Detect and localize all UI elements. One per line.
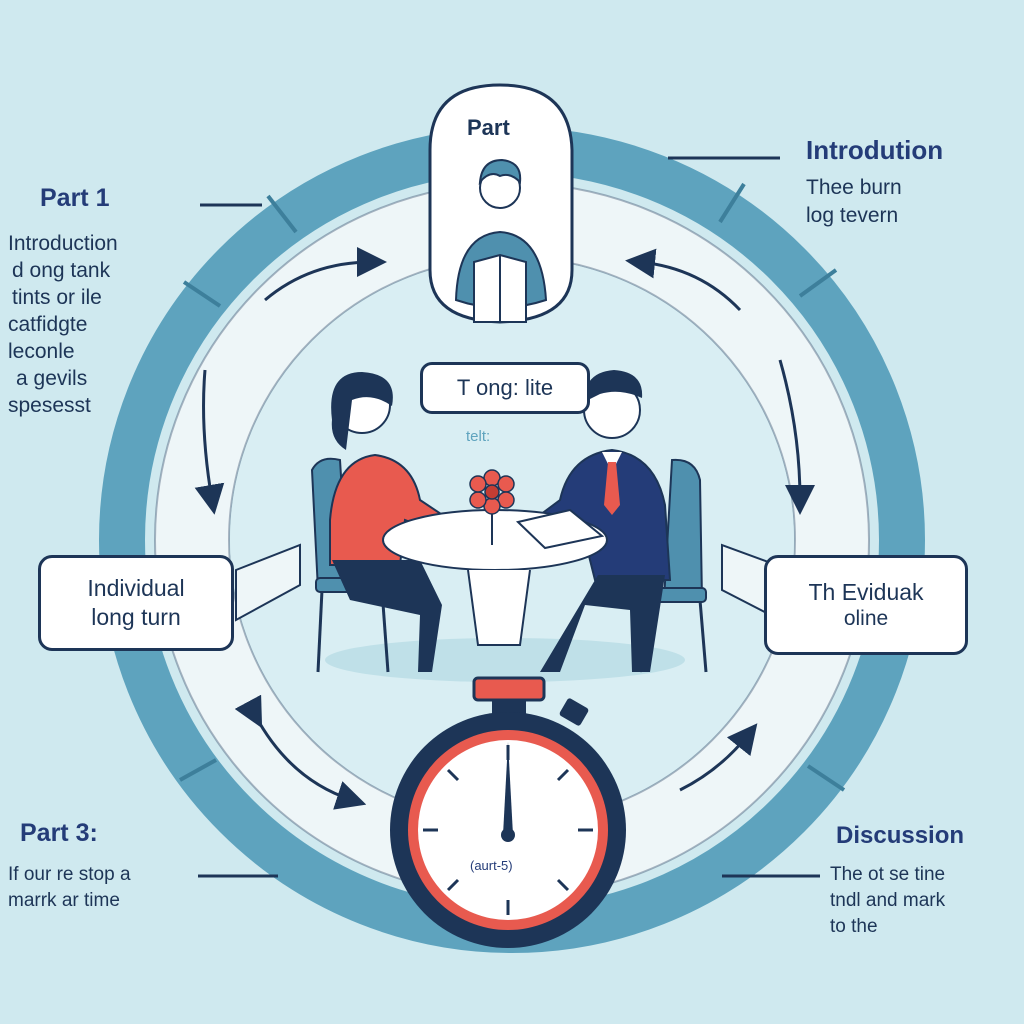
right-eviduak-box: Th Eviduak oline — [764, 555, 968, 655]
top-bubble-title: Part — [467, 115, 510, 140]
arrow-bottom-right — [679, 723, 758, 792]
arrow-right-down — [778, 359, 815, 515]
discussion-line: tndl and mark — [830, 890, 946, 911]
arrow-top-right — [625, 248, 742, 312]
flower-icon — [469, 469, 515, 515]
discussion-heading: Discussion — [836, 822, 965, 849]
introdution-heading: Introdution — [806, 135, 944, 165]
right-box-line: oline — [843, 607, 889, 631]
part1-line: leconle — [8, 340, 75, 363]
ring-segment-separators — [179, 182, 846, 792]
part1-heading: Part 1 — [40, 184, 110, 212]
left-box-line: Individual — [87, 575, 185, 602]
stopwatch-icon — [390, 676, 626, 948]
examiner-figure — [454, 158, 548, 323]
part1-text: Introduction d ong tank tints or ile cat… — [8, 230, 118, 419]
part3-line: If our re stop a — [8, 864, 131, 885]
part1-line: spesesst — [8, 394, 91, 417]
arrow-bottom-left — [234, 694, 367, 810]
arrow-left-down — [194, 369, 225, 515]
stopwatch-label: (aurt-5) — [470, 858, 513, 873]
discussion-text: The ot se tine tndl and mark to the — [830, 862, 945, 940]
interview-scene — [310, 370, 708, 682]
discussion-line: The ot se tine — [830, 864, 946, 885]
introdution-text: Thee burn log tevern — [806, 174, 902, 230]
left-box-line: long turn — [91, 604, 181, 630]
left-individual-box: Individual long turn — [38, 555, 234, 651]
introdution-line: log tevern — [806, 204, 899, 227]
part1-line: a gevils — [16, 367, 88, 390]
arrow-top-left — [264, 247, 387, 302]
part3-heading: Part 3: — [20, 819, 98, 847]
part3-line: marrk ar time — [8, 890, 120, 911]
center-bubble-subtext: telt: — [466, 428, 491, 445]
introdution-line: Thee burn — [806, 176, 902, 199]
right-box-line: Th Eviduak — [808, 578, 924, 605]
part1-line: Introduction — [8, 232, 118, 255]
part1-line: tints or ile — [12, 286, 102, 309]
left-box-connector — [235, 543, 301, 622]
center-speech-bubble: T ong: lite — [420, 362, 590, 414]
center-bubble-text: T ong: lite — [456, 375, 554, 401]
top-bubble — [428, 83, 574, 324]
discussion-line: to the — [830, 916, 878, 937]
part3-text: If our re stop a marrk ar time — [8, 862, 131, 914]
part1-line: d ong tank — [12, 259, 111, 282]
part1-line: catfidgte — [8, 313, 88, 336]
